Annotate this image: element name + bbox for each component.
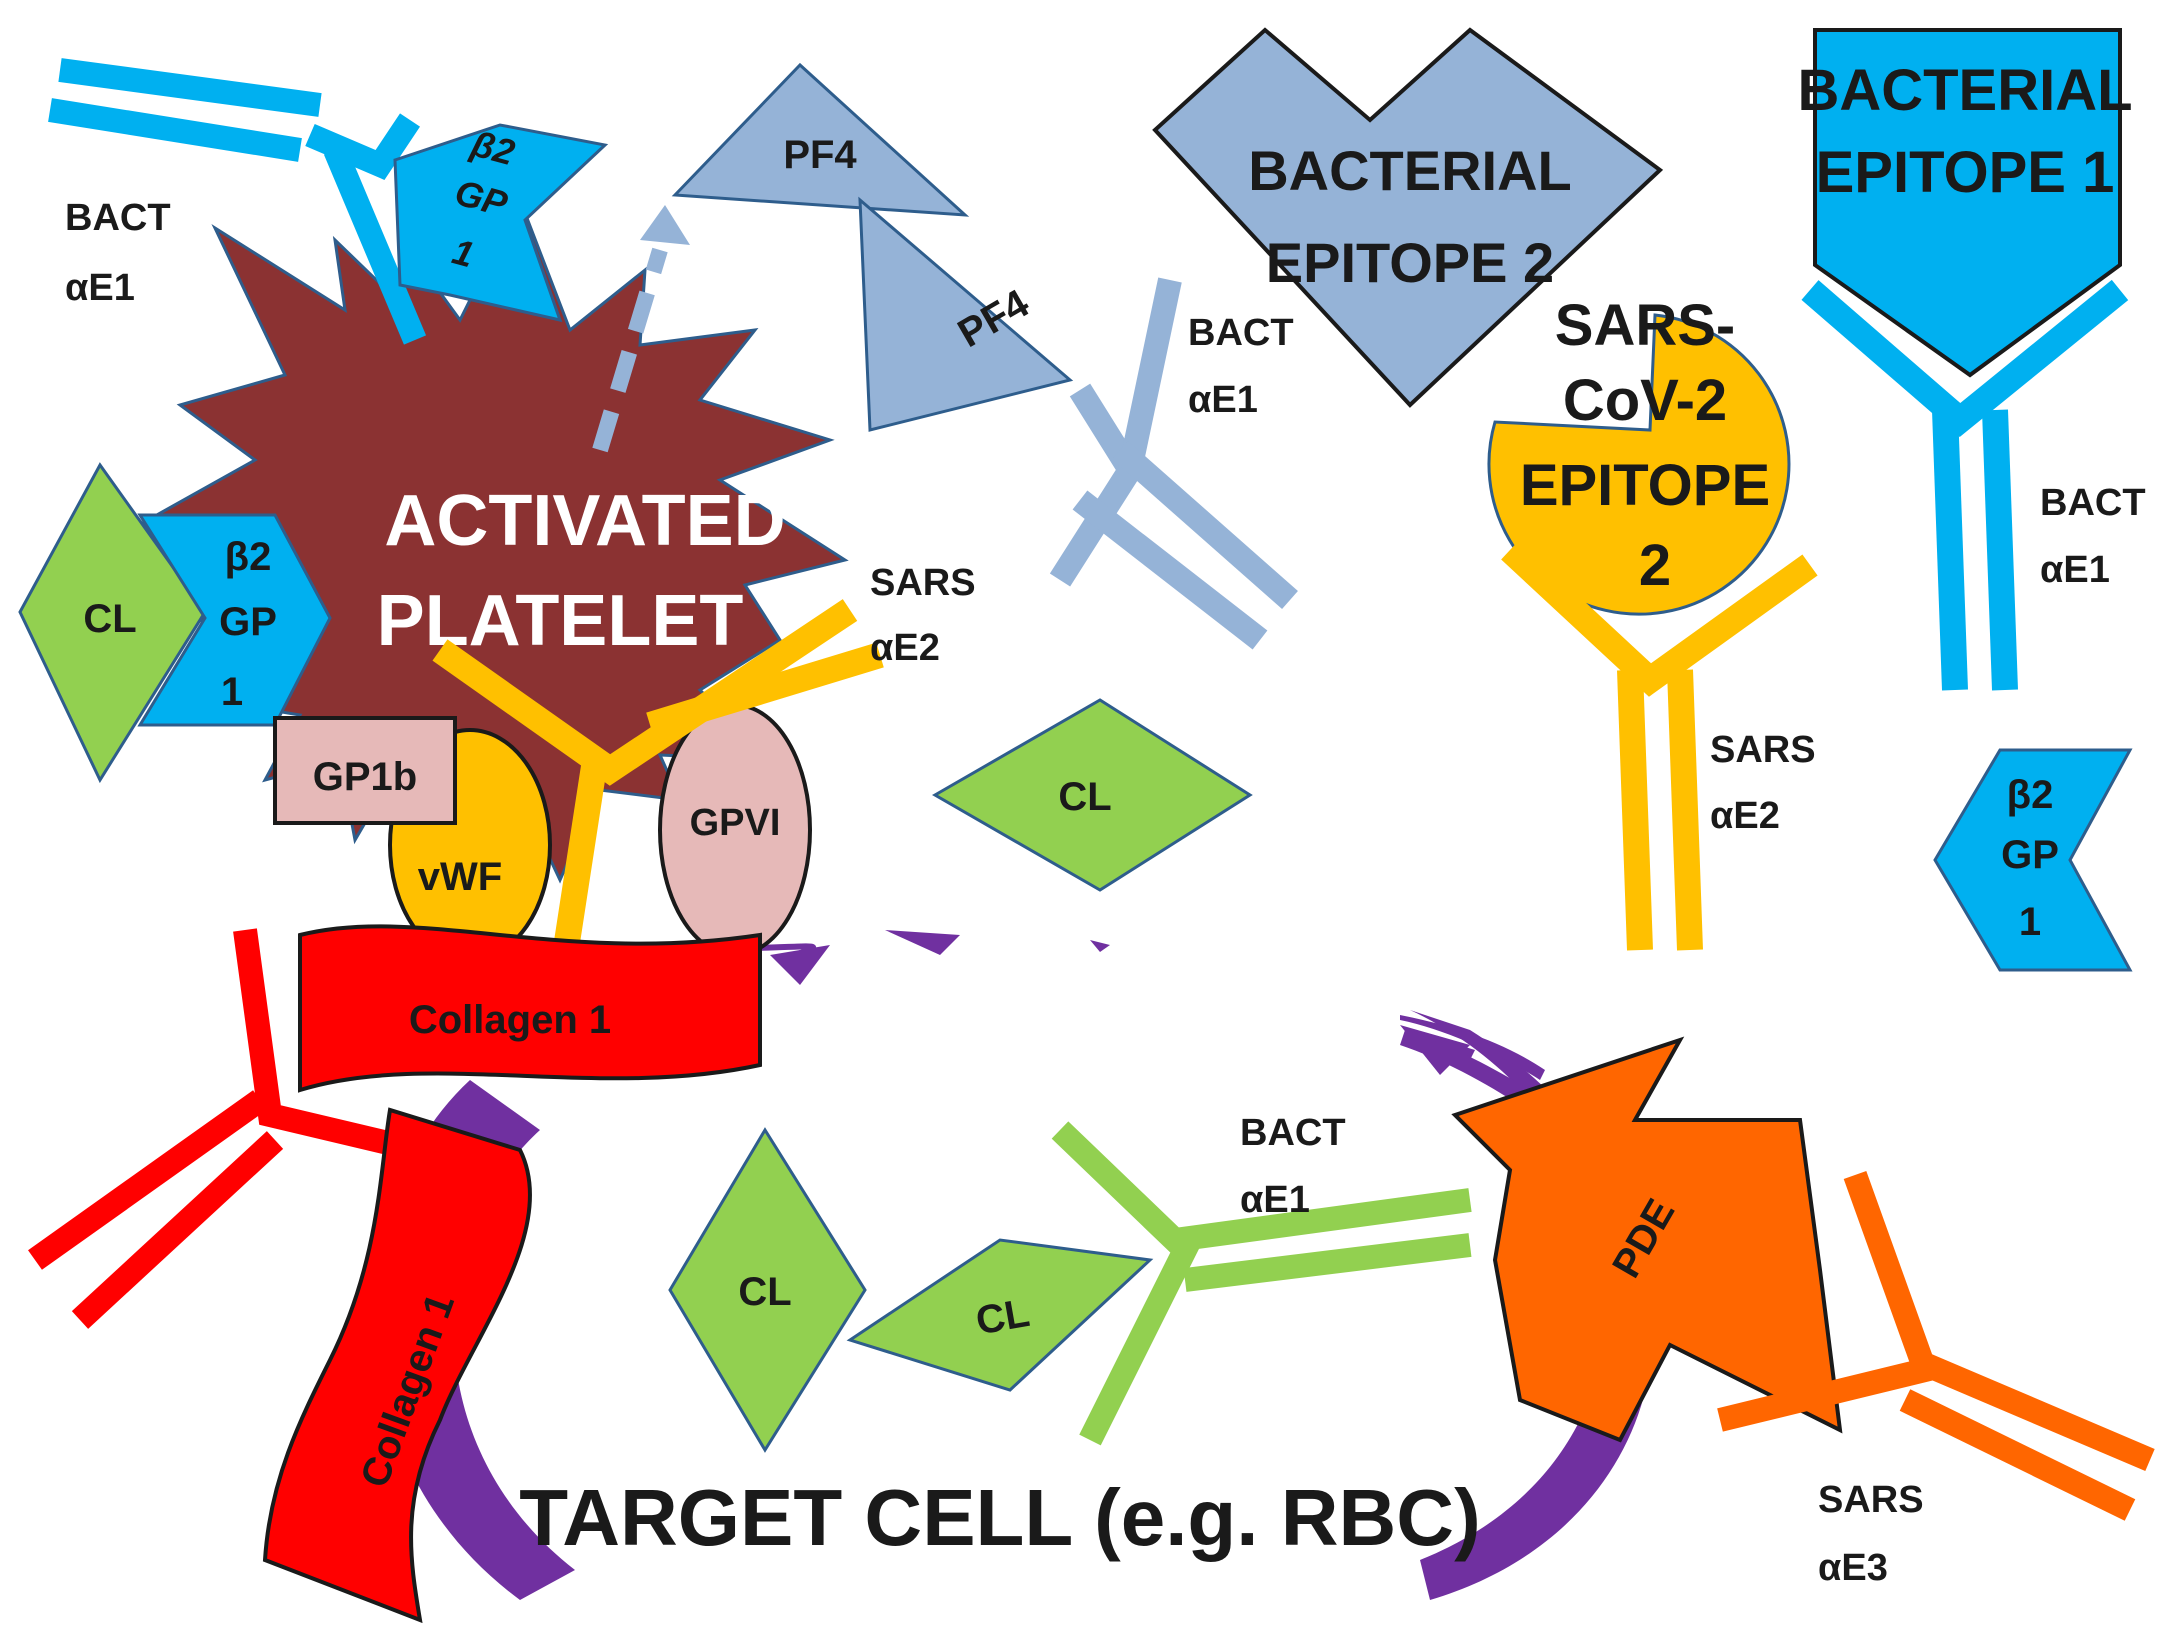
b2gp1-left-label-2: GP [219, 600, 277, 644]
bact-label-tl: BACT [65, 197, 171, 239]
vwf-label: vWF [418, 855, 502, 899]
platelet-label-1: ACTIVATED [384, 481, 785, 561]
sars-ep-label-2: CoV-2 [1563, 368, 1727, 433]
cl-diamond-mid [931, 698, 1253, 892]
dashed-arrow [592, 247, 668, 453]
target-cell-label: TARGET CELL (e.g. RBC) [519, 1473, 1480, 1562]
sars-ep-label-3: EPITOPE [1520, 453, 1770, 518]
gp1b-receptor [273, 716, 457, 825]
antibody-bact-top-left [48, 58, 427, 345]
collagen-1-diagonal [262, 1107, 533, 1624]
cl-label-mid: CL [1058, 775, 1111, 819]
collagen-1-horizontal [298, 924, 762, 1093]
cl-label-bottom-2: CL [973, 1291, 1033, 1344]
b2gp1-right [1933, 748, 2133, 972]
bact-ep1-label-1: BACTERIAL [1797, 58, 2132, 123]
gpvi-label: GPVI [690, 802, 781, 844]
bact-ep2-label-2: EPITOPE 2 [1266, 231, 1554, 294]
bact-ep2-label-1: BACTERIAL [1248, 139, 1572, 202]
ae2-label-platelet: αE2 [870, 627, 940, 669]
collagen-label-h: Collagen 1 [409, 998, 611, 1042]
antibody-bact-pale [1049, 277, 1298, 650]
bacterial-epitope-1 [1813, 28, 2122, 378]
gp1b-label: GP1b [313, 755, 417, 799]
b2gp1-left-label-1: β2 [225, 535, 272, 579]
bact-label-green: BACT [1240, 1112, 1346, 1154]
ae1-label-tl: αE1 [65, 267, 135, 309]
bacterial-epitope-2 [1152, 27, 1664, 408]
antibody-sars-right [1501, 540, 1818, 951]
antibody-bact-green [1051, 1121, 1472, 1446]
sars-ep-label-1: SARS- [1555, 293, 1735, 358]
sars-label-right: SARS [1710, 729, 1816, 771]
arrow-head [640, 205, 690, 245]
b2gp1-left-label-3: 1 [221, 670, 243, 714]
bact-label-pf4: BACT [1188, 312, 1294, 354]
pf4-triangle-top [671, 62, 970, 217]
b2gp1-top [393, 123, 609, 323]
b2gp1-right-label-2: GP [2001, 833, 2059, 877]
bact-label-right: BACT [2040, 482, 2146, 524]
platelet-label-2: PLATELET [377, 581, 744, 661]
bact-ep1-label-2: EPITOPE 1 [1816, 140, 2115, 205]
b2gp1-right-label-1: β2 [2007, 773, 2054, 817]
pf4-label-top: PF4 [783, 133, 857, 177]
ae1-label-right: αE1 [2040, 549, 2110, 591]
sars-ep-label-4: 2 [1639, 533, 1671, 598]
cl-label-left: CL [83, 597, 136, 641]
sars-cov2-epitope [1487, 313, 1791, 616]
cl-diamond-bottom-1 [668, 1127, 867, 1453]
cl-diamond-bottom-2 [846, 1238, 1154, 1392]
ae1-label-pf4: αE1 [1188, 379, 1258, 421]
ae1-label-green: αE1 [1240, 1179, 1310, 1221]
pf4-triangle-mid [858, 196, 1074, 432]
antibody-sars-orange [1717, 1170, 2155, 1521]
sars-label-platelet: SARS [870, 562, 976, 604]
antibody-bact-right [1801, 279, 2129, 691]
ae2-label-right: αE2 [1710, 795, 1780, 837]
sars-label-orange: SARS [1818, 1479, 1924, 1521]
ae3-label-orange: αE3 [1818, 1547, 1888, 1589]
b2gp1-right-label-3: 1 [2019, 900, 2041, 944]
pde-protein [1451, 1036, 1843, 1443]
cl-label-bottom-1: CL [738, 1270, 791, 1314]
antibody-sars-platelet [432, 599, 884, 957]
